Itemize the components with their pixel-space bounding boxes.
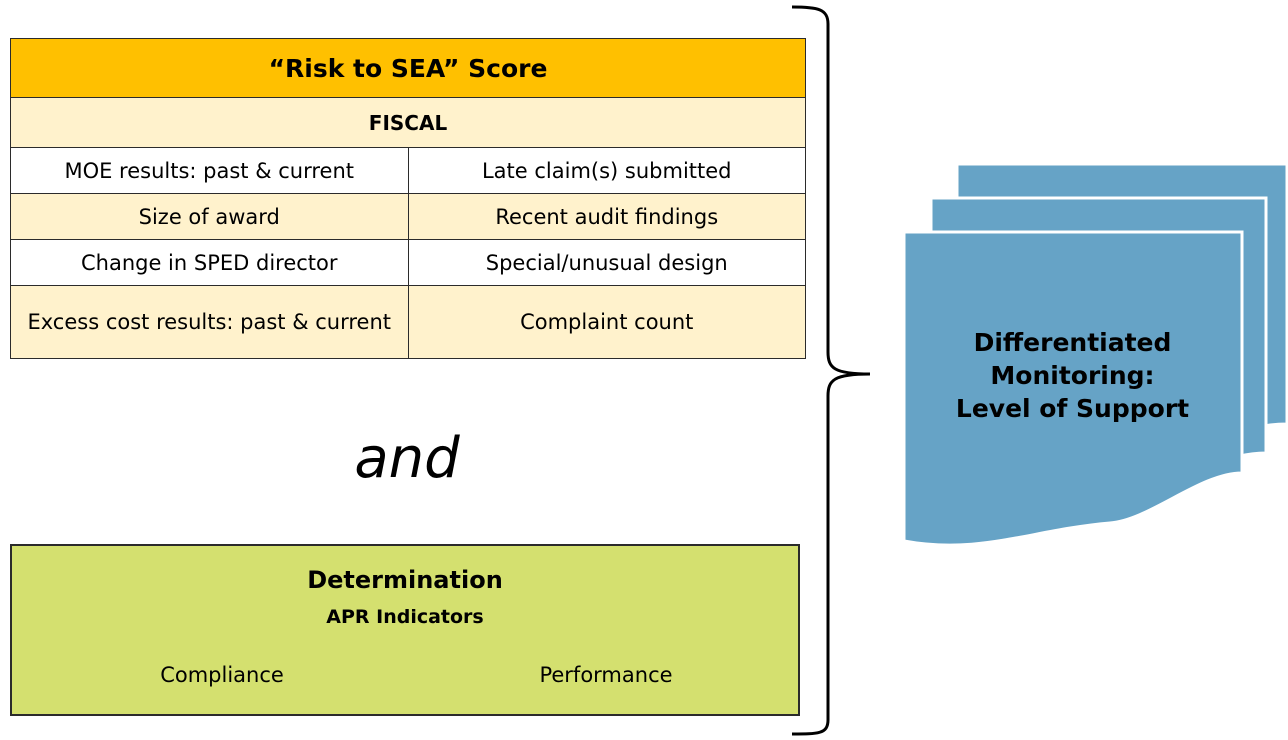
table-row: Excess cost results: past & current Comp… [10, 285, 806, 359]
table-title-row: “Risk to SEA” Score [10, 38, 806, 98]
and-connector-text: and [354, 426, 460, 491]
risk-factor-cell: Special/unusual design [407, 239, 806, 286]
risk-factor-cell: Size of award [10, 193, 409, 240]
label-line: Differentiated [973, 328, 1172, 357]
fiscal-section-header: FISCAL [10, 97, 806, 148]
risk-factor-cell: Recent audit findings [407, 193, 806, 240]
determination-box: Determination APR Indicators Compliance … [10, 544, 800, 716]
risk-factor-cell: MOE results: past & current [10, 147, 409, 194]
differentiated-monitoring-label: Differentiated Monitoring: Level of Supp… [905, 326, 1240, 425]
risk-factor-cell: Change in SPED director [10, 239, 409, 286]
risk-factor-cell: Complaint count [407, 285, 806, 359]
table-row: MOE results: past & current Late claim(s… [10, 147, 806, 194]
label-line: Level of Support [955, 394, 1190, 423]
document-stack-icon [902, 162, 1288, 547]
table-row: Change in SPED director Special/unusual … [10, 239, 806, 286]
apr-indicators-subtitle: APR Indicators [326, 606, 484, 628]
section-header-row: FISCAL [10, 97, 806, 148]
risk-factor-cell: Excess cost results: past & current [10, 285, 409, 359]
table-row: Size of award Recent audit findings [10, 193, 806, 240]
performance-label: Performance [539, 663, 673, 687]
risk-score-title: “Risk to SEA” Score [10, 38, 806, 98]
risk-factor-cell: Late claim(s) submitted [407, 147, 806, 194]
compliance-label: Compliance [160, 663, 284, 687]
document-front [902, 230, 1244, 547]
label-line: Monitoring: [990, 361, 1155, 390]
determination-title: Determination [307, 566, 503, 594]
risk-score-table: “Risk to SEA” Score FISCAL MOE results: … [10, 38, 806, 359]
curly-brace [791, 5, 871, 736]
